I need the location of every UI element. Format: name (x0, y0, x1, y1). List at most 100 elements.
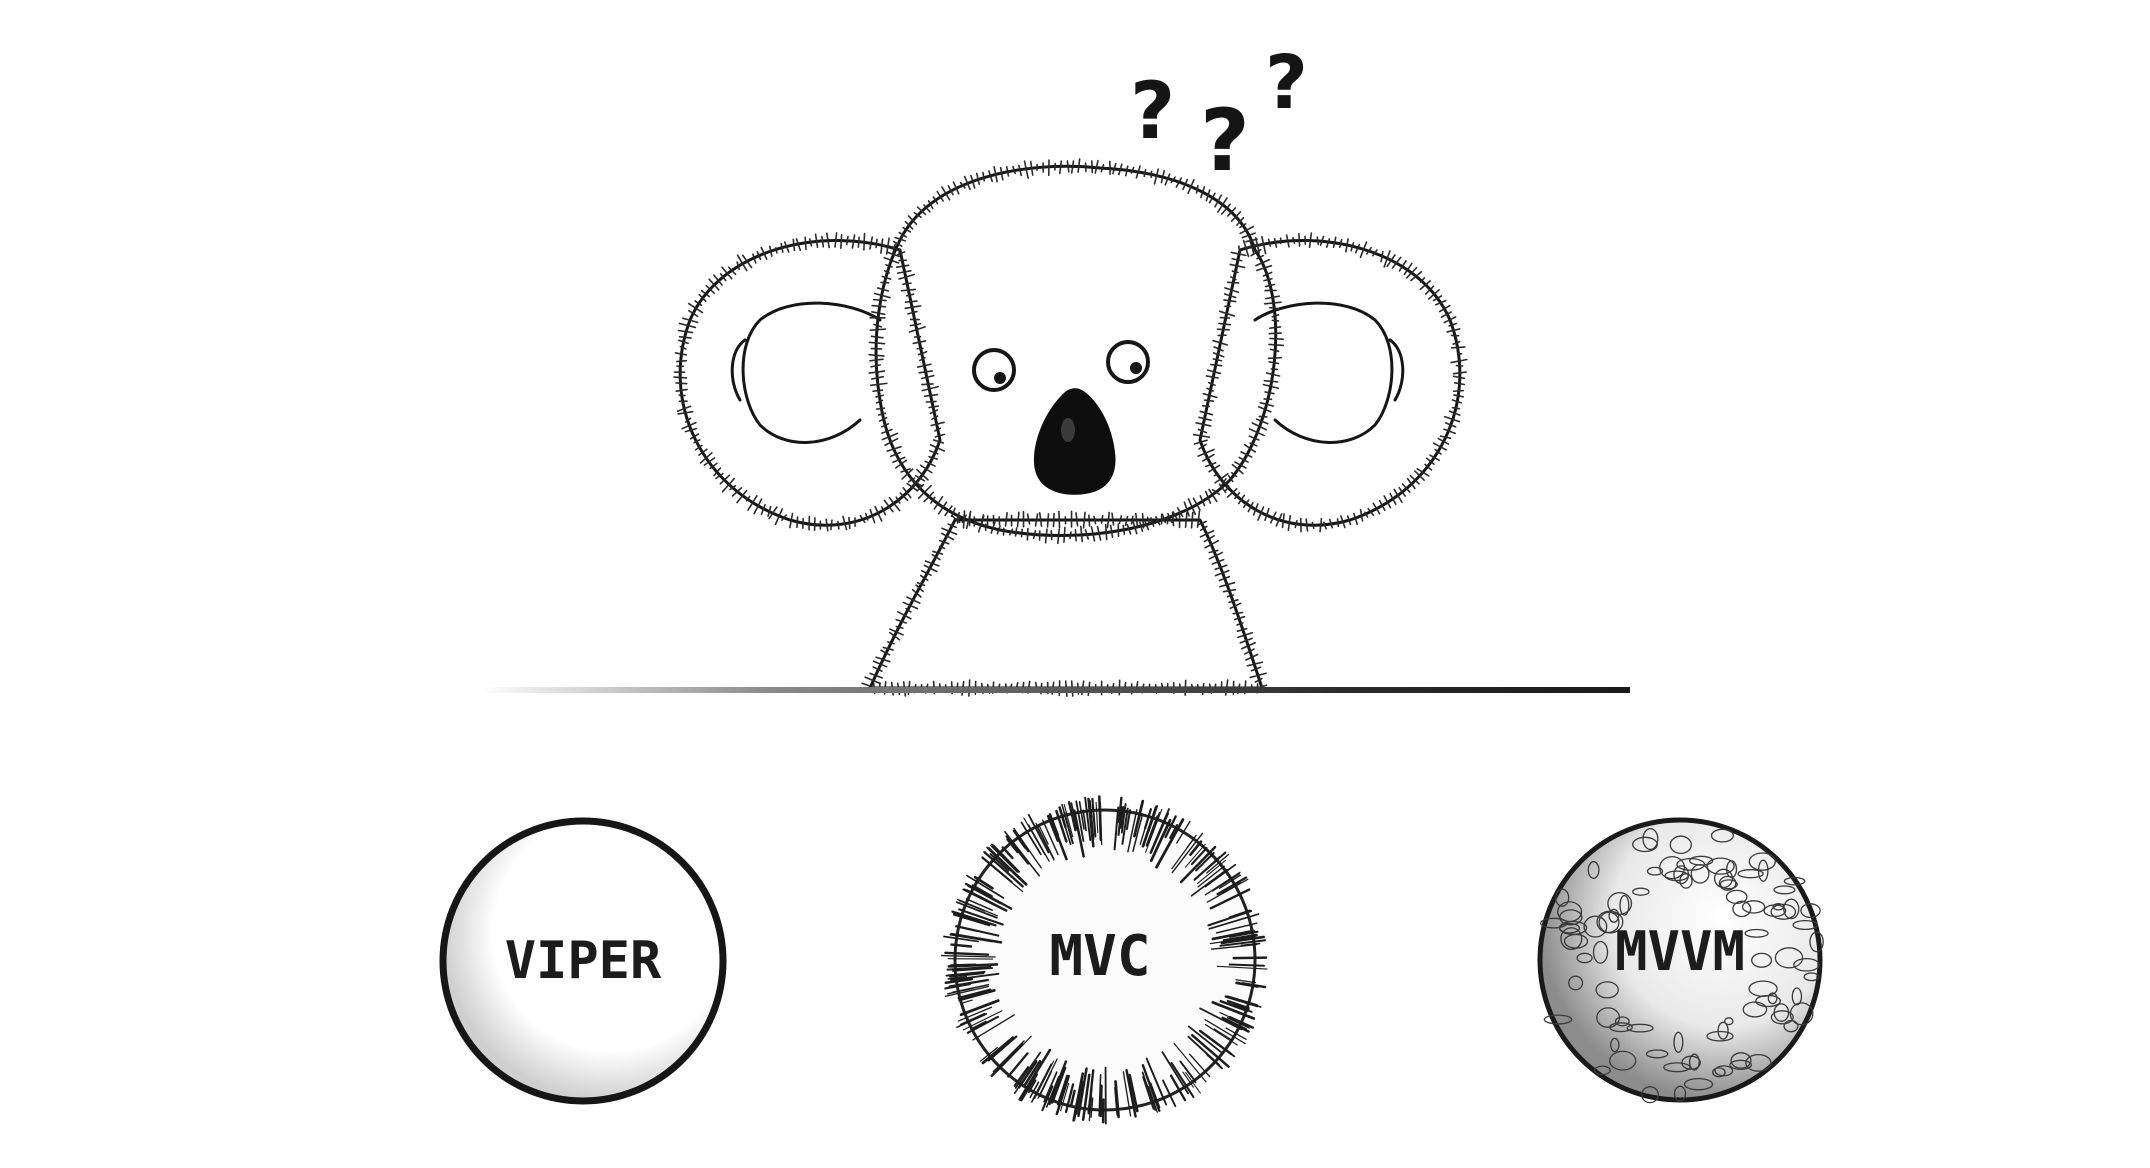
fur-stroke (1124, 515, 1129, 526)
fur-stroke (1268, 343, 1285, 347)
fur-stroke (868, 370, 886, 374)
fur-stroke (1440, 311, 1452, 319)
fur-stroke (1150, 517, 1155, 528)
spike-stroke (1149, 818, 1172, 862)
fur-stroke (870, 335, 884, 339)
fur-stroke (988, 170, 994, 183)
spike-stroke (1042, 819, 1059, 856)
fur-stroke (1264, 507, 1270, 522)
fur-stroke (1219, 581, 1236, 588)
fur-stroke (1338, 238, 1343, 249)
fur-stroke (1424, 463, 1433, 471)
fur-stroke (1214, 473, 1229, 484)
fur-stroke (894, 236, 906, 242)
fur-stroke (825, 232, 831, 249)
architecture-options: VIPER MVC MVVM (439, 795, 1824, 1125)
fur-stroke (944, 505, 953, 517)
spike-stroke (950, 943, 973, 948)
fur-stroke (1088, 514, 1091, 527)
fur-stroke (1224, 287, 1240, 294)
spike-stroke (1067, 800, 1077, 832)
fur-stroke (1063, 526, 1066, 543)
fur-stroke (684, 417, 692, 423)
fur-stroke (677, 329, 694, 334)
fur-stroke (676, 405, 692, 413)
spike-stroke (958, 989, 996, 1002)
fur-stroke (1332, 236, 1337, 249)
fur-stroke (892, 456, 906, 464)
spike-stroke (1184, 843, 1206, 868)
spike-stroke (1120, 803, 1127, 834)
fur-stroke (1271, 314, 1280, 318)
koala-left-inner-ear (741, 301, 882, 444)
fur-stroke (1325, 238, 1331, 248)
scribble-loop (1583, 915, 1608, 938)
scribble-loop (1774, 947, 1804, 969)
fur-stroke (1450, 358, 1468, 364)
fur-stroke (870, 375, 885, 380)
fur-stroke (795, 238, 802, 252)
spike-stroke (1211, 1001, 1256, 1020)
fur-stroke (1077, 158, 1081, 173)
spike-stroke (1077, 1067, 1088, 1118)
scribble-loop (1610, 1037, 1620, 1053)
fur-stroke (1230, 276, 1237, 281)
spike-stroke (1081, 1073, 1091, 1121)
spike-stroke (1180, 1060, 1196, 1082)
fur-stroke (1416, 468, 1430, 477)
spike-stroke (950, 972, 1000, 981)
spike-stroke (1187, 1025, 1224, 1055)
fur-stroke (1285, 234, 1290, 248)
fur-stroke (933, 495, 944, 510)
fur-stroke (1439, 435, 1452, 440)
scribble-loop (1609, 1050, 1637, 1071)
spike-stroke (1161, 1051, 1190, 1095)
fur-stroke (840, 234, 843, 250)
fur-stroke (1220, 203, 1232, 215)
fur-stroke (1386, 254, 1396, 268)
fur-stroke (929, 409, 939, 415)
fur-stroke (1405, 266, 1418, 279)
spike-stroke (1216, 876, 1248, 896)
spike-stroke (981, 1036, 1015, 1065)
fur-stroke (792, 238, 796, 252)
fur-stroke (1269, 306, 1280, 310)
spike-stroke (946, 965, 992, 971)
scribble-loop (1608, 908, 1620, 923)
fur-stroke (1237, 631, 1253, 639)
fur-stroke (950, 507, 956, 518)
spike-stroke (945, 970, 986, 977)
fur-stroke (916, 468, 929, 481)
fur-stroke (857, 236, 860, 248)
fur-stroke (721, 266, 733, 280)
fur-stroke (1190, 511, 1194, 529)
spike-stroke (1149, 1082, 1161, 1109)
fur-stroke (1050, 530, 1053, 541)
fur-stroke (1139, 521, 1144, 532)
fur-stroke (1273, 238, 1278, 248)
fur-stroke (916, 581, 926, 587)
fur-stroke (1208, 464, 1221, 473)
spike-stroke (1141, 1064, 1161, 1112)
spike-stroke (944, 982, 971, 990)
fur-stroke (1161, 513, 1167, 524)
fur-stroke (1004, 512, 1008, 527)
scribble-loop (1645, 1049, 1669, 1059)
fur-stroke (842, 515, 848, 531)
koala-nose-highlight (1061, 418, 1075, 442)
spike-stroke (947, 975, 968, 980)
fur-stroke (872, 660, 888, 668)
fur-stroke (1257, 405, 1272, 413)
fur-stroke (1226, 594, 1235, 598)
spike-stroke (1045, 1076, 1060, 1108)
spike-stroke (1001, 846, 1014, 860)
scribble-loop (1712, 1067, 1726, 1078)
fur-stroke (848, 516, 851, 530)
spike-stroke (966, 889, 1008, 911)
spike-stroke (1179, 845, 1217, 884)
fur-stroke (1450, 346, 1466, 349)
spike-stroke (992, 1040, 1025, 1073)
fur-stroke (1428, 288, 1440, 300)
fur-stroke (1111, 512, 1115, 526)
fur-stroke (747, 495, 758, 511)
